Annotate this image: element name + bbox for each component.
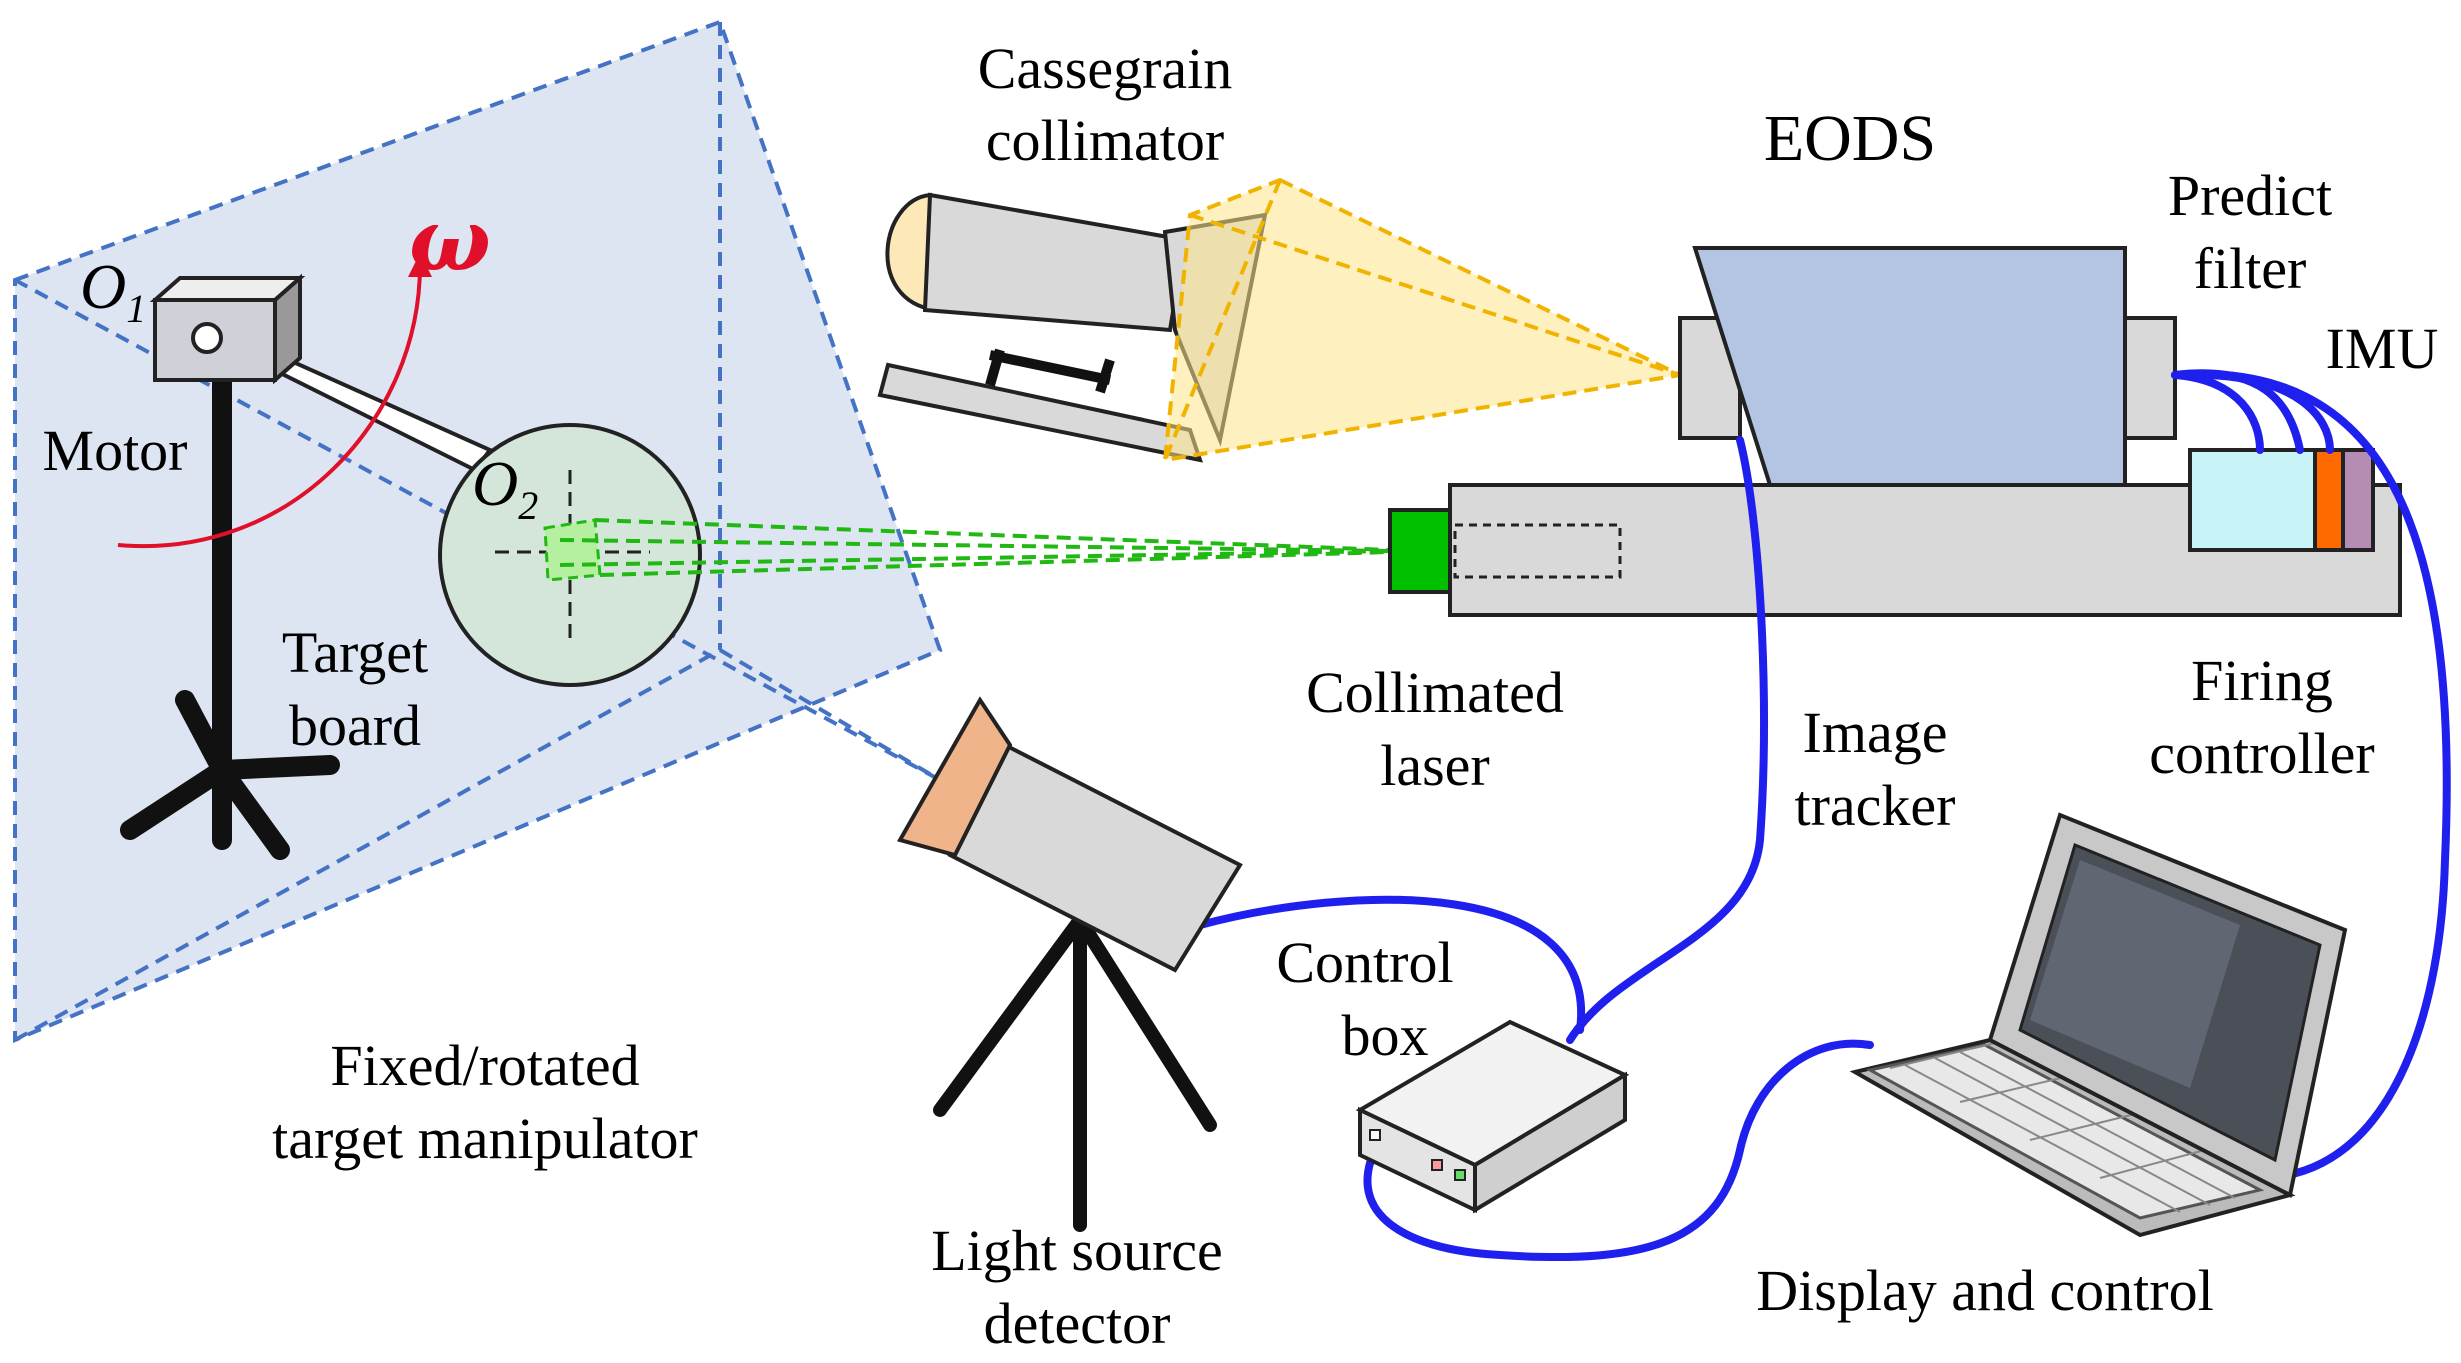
label-manipulator-line2: target manipulator	[272, 1106, 698, 1171]
label-target-line1: Target	[282, 620, 428, 685]
label-firing-line2: controller	[2149, 721, 2374, 786]
rotation-arrow	[117, 253, 432, 549]
label-collimated-line1: Collimated	[1306, 660, 1564, 725]
label-control-line2: box	[1342, 1003, 1429, 1068]
label-control-line1: Control	[1276, 930, 1453, 995]
label-manipulator-line1: Fixed/rotated	[330, 1033, 639, 1098]
label-light-line1: Light source	[931, 1218, 1223, 1283]
label-display-and-control: Display and control	[1756, 1258, 2213, 1323]
light-source-detector	[896, 696, 1243, 1232]
collimated-laser-source	[1388, 508, 1622, 594]
label-image-line2: tracker	[1795, 773, 1956, 838]
label-predict-line2: filter	[2194, 236, 2307, 301]
label-imu: IMU	[2326, 316, 2439, 381]
laser-beam	[543, 518, 1391, 582]
collimator-light-cone	[1162, 177, 1687, 463]
label-o2: O2	[472, 448, 538, 528]
control-box	[1355, 1019, 1630, 1214]
label-cassegrain-line2: collimator	[986, 108, 1224, 173]
label-motor: Motor	[43, 418, 188, 483]
label-o1: O1	[80, 251, 146, 331]
label-eods: EODS	[1764, 102, 1936, 175]
label-light-line2: detector	[984, 1291, 1171, 1356]
label-cassegrain-line1: Cassegrain	[978, 36, 1233, 101]
label-image-line1: Image	[1803, 700, 1948, 765]
label-collimated-line2: laser	[1380, 733, 1490, 798]
motor-box	[149, 273, 306, 385]
label-predict-line1: Predict	[2168, 163, 2332, 228]
cables	[1196, 369, 2451, 1261]
motor-stand	[120, 350, 340, 860]
label-firing-line1: Firing	[2191, 648, 2333, 713]
label-target-line2: board	[289, 693, 421, 758]
predict-filter-imu	[2188, 448, 2375, 552]
label-omega: ω	[409, 190, 491, 291]
diagram-labels: Cassegrain collimator EODS Predict filte…	[43, 36, 2439, 1356]
laptop	[1849, 812, 2348, 1238]
